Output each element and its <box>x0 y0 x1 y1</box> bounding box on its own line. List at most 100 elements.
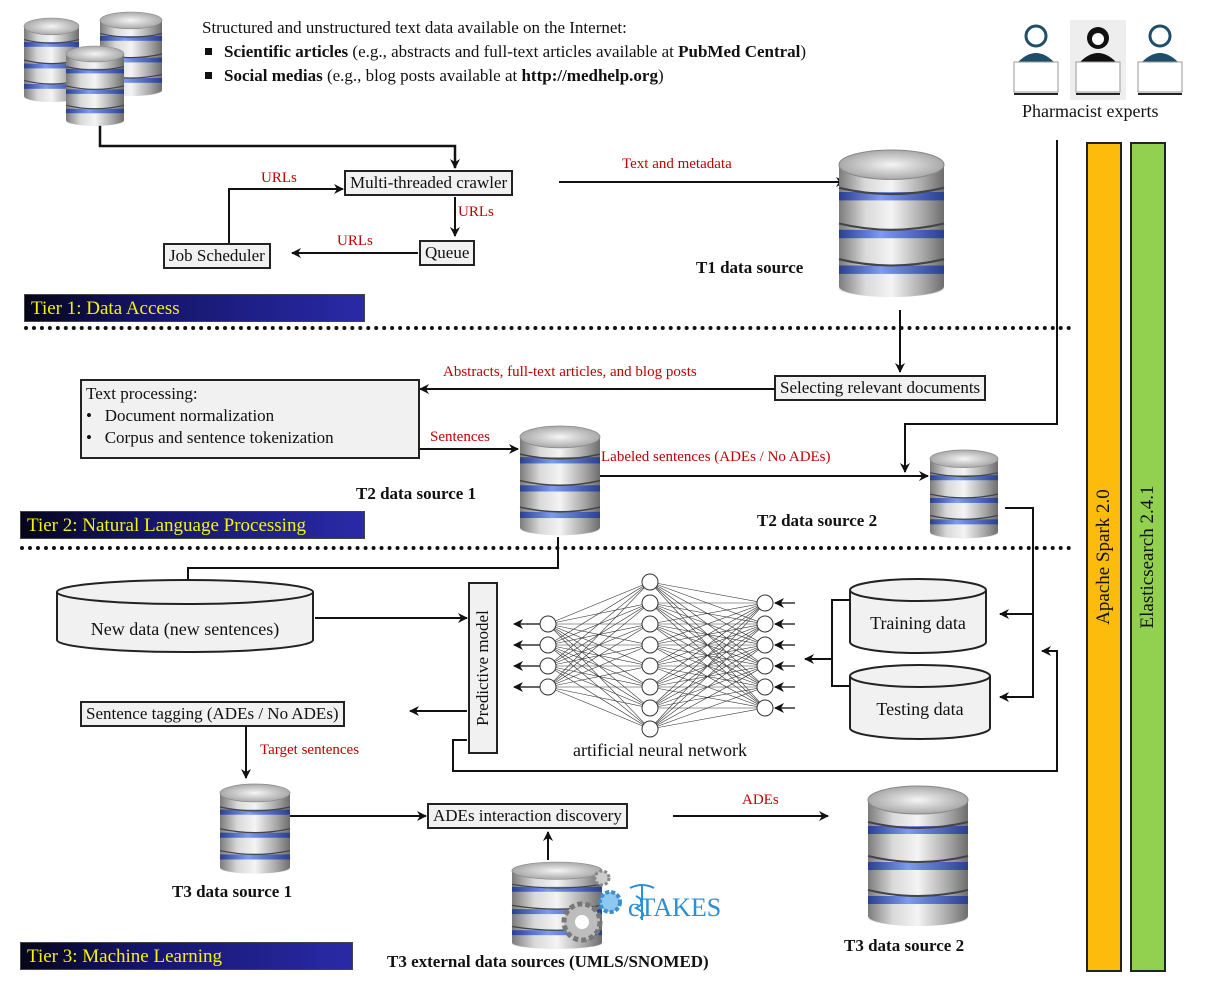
apache-spark-label: Apache Spark 2.0 <box>1093 489 1114 625</box>
ann-connection <box>547 581 651 688</box>
external-database-icon <box>511 861 622 950</box>
ann-connection <box>547 623 651 646</box>
ann-connection <box>649 644 766 667</box>
elasticsearch-label: Elasticsearch 2.4.1 <box>1137 485 1158 629</box>
ann-connection <box>649 623 766 688</box>
web-sources-database-icon <box>23 11 163 127</box>
ann-connection <box>649 686 766 730</box>
edge-label-ades: ADEs <box>742 792 779 808</box>
ann-connection <box>649 644 766 667</box>
ann-connection <box>649 707 766 730</box>
edge-data-to-ann <box>805 599 850 687</box>
edge-sources-to-crawler <box>98 125 460 169</box>
ann-connection <box>649 644 766 688</box>
ann-neuron <box>641 657 659 675</box>
edge-t2-2-to-training <box>999 507 1034 619</box>
ann-connection <box>547 623 651 688</box>
tier-divider-2 <box>20 546 1072 550</box>
ann-connection <box>547 686 651 730</box>
ann-connection <box>649 581 766 667</box>
medhelp-link[interactable]: http://medhelp.org <box>521 66 658 85</box>
t2-data-source-2-label: T2 data source 2 <box>757 511 878 530</box>
artificial-neural-network-icon <box>513 573 795 738</box>
ann-connection <box>547 686 651 709</box>
ann-connection <box>547 623 651 646</box>
ann-neuron <box>641 678 659 696</box>
ann-connection <box>649 602 766 625</box>
edge-label-urls-3: URLs <box>337 233 373 249</box>
pubmed-link[interactable]: PubMed Central <box>678 42 801 61</box>
ann-connection <box>649 623 766 709</box>
ann-connection <box>547 644 651 730</box>
new-data-cylinder <box>56 579 314 653</box>
ann-connection <box>649 644 766 688</box>
ades-discovery-box[interactable]: ADEs interaction discovery <box>427 803 628 829</box>
ann-connection <box>649 686 766 709</box>
ann-neuron <box>539 657 557 675</box>
edge-label-abstracts: Abstracts, full-text articles, and blog … <box>443 364 697 380</box>
ann-connection <box>547 644 651 709</box>
ann-connection <box>649 581 766 646</box>
ann-connection <box>649 665 766 730</box>
ann-connection <box>649 686 766 709</box>
edge-label-labeled-sentences: Labeled sentences (ADEs / No ADEs) <box>601 449 831 465</box>
elasticsearch-bar: Elasticsearch 2.4.1 <box>1130 142 1166 972</box>
predictive-model-box[interactable]: Predictive model <box>468 582 498 754</box>
ann-connection <box>547 644 651 667</box>
new-data-label: New data (new sentences) <box>90 619 280 639</box>
t3-data-source-1-label: T3 data source 1 <box>172 882 293 901</box>
text-processing-box[interactable]: Text processing: • Document normalizatio… <box>80 379 420 459</box>
queue-box[interactable]: Queue <box>419 240 476 266</box>
edge-t2-2-to-testing <box>999 614 1034 702</box>
ann-connection <box>649 602 766 667</box>
ann-connection <box>649 665 766 709</box>
ann-connection <box>649 644 766 709</box>
intro-item-social: Social medias (e.g., blog posts availabl… <box>204 64 806 88</box>
edge-experts-to-t2-2 <box>900 140 1058 473</box>
t1-data-source-label: T1 data source <box>696 258 804 277</box>
ann-neuron <box>641 615 659 633</box>
ann-connection <box>649 644 766 709</box>
ann-label: artificial neural network <box>573 740 747 760</box>
t3-2-database-icon <box>867 785 969 927</box>
intro-item-scientific: Scientific articles (e.g., abstracts and… <box>204 40 806 64</box>
ann-connection <box>649 581 766 604</box>
ann-connection <box>649 602 766 646</box>
t3-data-source-2-label: T3 data source 2 <box>844 936 965 955</box>
edge-label-urls-1: URLs <box>261 170 297 186</box>
ann-neuron <box>756 636 774 654</box>
ann-neuron <box>756 699 774 717</box>
ann-connection <box>649 665 766 709</box>
intro-heading: Structured and unstructured text data av… <box>202 18 627 37</box>
ann-connection <box>649 623 766 709</box>
ann-connection <box>547 644 651 667</box>
ann-connection <box>649 581 766 709</box>
ann-neuron <box>756 678 774 696</box>
text-processing-title: Text processing: <box>86 384 198 403</box>
ann-neuron <box>641 636 659 654</box>
edge-scheduler-to-crawler <box>228 184 344 243</box>
text-processing-item: • Corpus and sentence tokenization <box>86 428 334 447</box>
ann-connection <box>547 602 651 688</box>
ann-neuron <box>641 573 659 591</box>
t2-1-database-icon <box>519 425 601 537</box>
job-scheduler-box[interactable]: Job Scheduler <box>163 243 271 269</box>
ann-connection <box>649 623 766 730</box>
sentence-tagging-box[interactable]: Sentence tagging (ADEs / No ADEs) <box>80 701 345 727</box>
ann-connection <box>547 581 651 625</box>
t2-2-database-icon <box>929 449 999 539</box>
tier1-title: Tier 1: Data Access <box>24 294 365 322</box>
crawler-box[interactable]: Multi-threaded crawler <box>344 170 514 196</box>
ann-neuron <box>539 636 557 654</box>
ann-neuron <box>641 699 659 717</box>
ann-connection <box>547 644 651 688</box>
selecting-documents-box[interactable]: Selecting relevant documents <box>774 375 987 401</box>
ann-connection <box>649 644 766 730</box>
ann-connection <box>649 602 766 709</box>
ann-connection <box>649 602 766 646</box>
ann-connection <box>649 623 766 667</box>
ann-connection <box>649 581 766 688</box>
ctakes-logo: cTAKES <box>628 893 722 922</box>
t1-database-icon <box>837 148 946 299</box>
